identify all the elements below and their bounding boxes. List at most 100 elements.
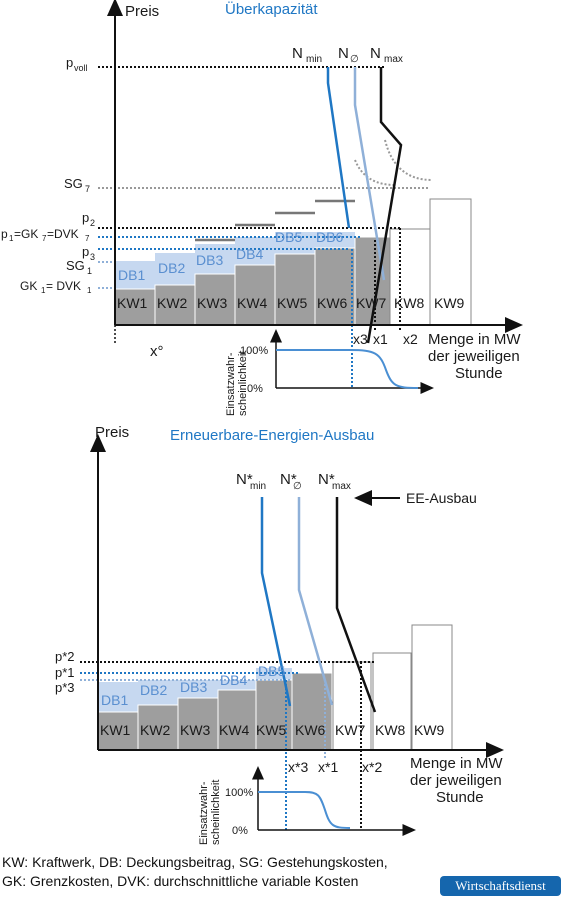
bottom-n-avg-sub: ∅: [293, 481, 302, 492]
bottom-prob-label-2: scheinlichkeit: [210, 780, 222, 845]
top-db-boxes: [115, 232, 355, 289]
bottom-kw-label-6: KW6: [295, 722, 326, 738]
top-title: Überkapazität: [225, 0, 318, 18]
bottom-ref-lines: [80, 661, 375, 830]
wirtschaftsdienst-logo: Wirtschaftsdienst: [440, 876, 561, 896]
bottom-kw-bar-7: [332, 661, 372, 751]
top-n-avg-sub: ∅: [350, 54, 359, 65]
bottom-db-box-3: [178, 680, 218, 698]
bottom-ee-label: EE-Ausbau: [406, 490, 477, 506]
bottom-db-label-5: DB5: [258, 663, 285, 679]
top-gk1-label: GK: [20, 279, 37, 293]
top-p-voll-sub: voll: [74, 63, 88, 73]
bottom-chart: Preis Erneuerbare-Energien-Ausbau N* min…: [55, 424, 504, 845]
top-kw-bar-5: [274, 253, 316, 326]
bottom-kw-bar-8: [372, 652, 412, 751]
bottom-kw-bar-9: [411, 624, 453, 751]
top-n-max-sub: max: [384, 54, 403, 65]
top-db-label-3: DB3: [196, 252, 223, 268]
bottom-n-avg-line: [297, 497, 334, 706]
top-db-box-2: [155, 253, 195, 285]
top-kw-label-1: KW1: [117, 295, 148, 311]
bottom-y-axis-label: Preis: [95, 424, 129, 441]
top-kw-labels: KW1 KW2 KW3 KW4 KW5 KW6 KW7 KW8 KW9: [117, 295, 465, 311]
bottom-n-max-sub: max: [332, 481, 351, 492]
bottom-kw-label-1: KW1: [100, 722, 131, 738]
bottom-kw-bars: [97, 672, 333, 751]
bottom-n-min-line: [260, 497, 292, 707]
top-n-max-label: N: [370, 45, 381, 62]
top-x-degree: x°: [150, 343, 164, 360]
top-sg7-sub: 7: [85, 184, 90, 194]
top-db-box-5: [275, 232, 315, 254]
top-x-axis-label-1: Menge in MW: [428, 331, 521, 348]
bottom-x2: x*2: [362, 759, 382, 775]
top-kw-bars: [114, 236, 391, 326]
top-prob-curve: [276, 349, 419, 389]
bottom-db-box-4: [218, 680, 256, 690]
top-n-min-sub: min: [306, 54, 322, 65]
top-sg7-label: SG: [64, 176, 83, 191]
top-p2-sub: 2: [90, 218, 95, 228]
legend-line-1: KW: Kraftwerk, DB: Deckungsbeitrag, SG: …: [2, 854, 388, 870]
top-n-avg-line: [353, 67, 386, 281]
bottom-prob-tick-100: 100%: [225, 787, 253, 799]
top-kw-bar-9: [429, 198, 472, 326]
top-prob-label-1: Einsatzwahr-: [225, 352, 237, 416]
top-x3: x3: [353, 331, 368, 347]
top-prob-label-2: scheinlichkeit: [237, 351, 249, 416]
top-sg1-label: SG: [66, 258, 85, 273]
top-y-axis-label: Preis: [125, 3, 159, 20]
top-kw-bar-6: [314, 247, 356, 326]
bottom-prob-tick-0: 0%: [232, 825, 248, 837]
bottom-x1: x*1: [318, 759, 338, 775]
top-kw-bar-8: [389, 228, 431, 326]
bottom-n-min-sub: min: [250, 481, 266, 492]
top-gk1-dvk: = DVK: [46, 279, 81, 293]
bottom-p3-label: p*3: [55, 680, 75, 695]
top-n-avg-label: N: [338, 45, 349, 62]
bottom-db-box-1: [98, 682, 138, 712]
bottom-db-label-3: DB3: [180, 679, 207, 695]
top-sg-dashes: [195, 199, 355, 242]
top-chart: Preis Überkapazität N min N ∅ N max p vo…: [1, 0, 523, 416]
bottom-n-avg-label: N*: [280, 471, 297, 488]
top-x1: x1: [373, 331, 388, 347]
top-x-axis-label-2: der jeweiligen: [428, 348, 520, 365]
top-kw-label-6: KW6: [317, 295, 348, 311]
top-db-box-1: [115, 261, 155, 289]
top-x2: x2: [403, 331, 418, 347]
top-p1-gk7-sub: 7: [42, 234, 47, 243]
top-n-max-line: [366, 67, 403, 344]
top-p-voll-label: p: [66, 55, 73, 70]
top-sg7-curve-b: [384, 139, 433, 181]
top-kw-label-2: KW2: [157, 295, 188, 311]
bottom-kw-bar-5: [255, 679, 293, 751]
bottom-p1-label: p*1: [55, 665, 75, 680]
bottom-kw-label-9: KW9: [414, 722, 445, 738]
top-p1-dvk7-sub: 7: [85, 234, 90, 243]
top-db-label-2: DB2: [158, 260, 185, 276]
top-kw-label-7: KW7: [356, 295, 387, 311]
bottom-x-axis-label-2: der jeweiligen: [410, 772, 502, 789]
bottom-n-max-label: N*: [318, 471, 335, 488]
top-p1-label: p: [1, 227, 8, 241]
bottom-db-labels: DB1 DB2 DB3 DB4 DB5: [101, 663, 285, 708]
top-kw-bar-4: [234, 264, 276, 326]
top-x-axis-label-3: Stunde: [455, 365, 503, 382]
top-sg7-curve-a: [354, 159, 396, 186]
top-db-label-1: DB1: [118, 267, 145, 283]
top-kw-label-3: KW3: [197, 295, 228, 311]
top-db-box-4: [235, 237, 275, 265]
top-p1-sub: 1: [9, 234, 14, 243]
top-kw-label-8: KW8: [394, 295, 425, 311]
top-n-min-label: N: [292, 45, 303, 62]
bottom-db-label-2: DB2: [140, 682, 167, 698]
legend: KW: Kraftwerk, DB: Deckungsbeitrag, SG: …: [2, 853, 432, 891]
bottom-kw-bar-4: [217, 689, 257, 751]
top-kw-label-5: KW5: [277, 295, 308, 311]
bottom-title: Erneuerbare-Energien-Ausbau: [170, 427, 374, 444]
bottom-p2-label: p*2: [55, 649, 75, 664]
top-sg1-sub: 1: [87, 266, 92, 276]
